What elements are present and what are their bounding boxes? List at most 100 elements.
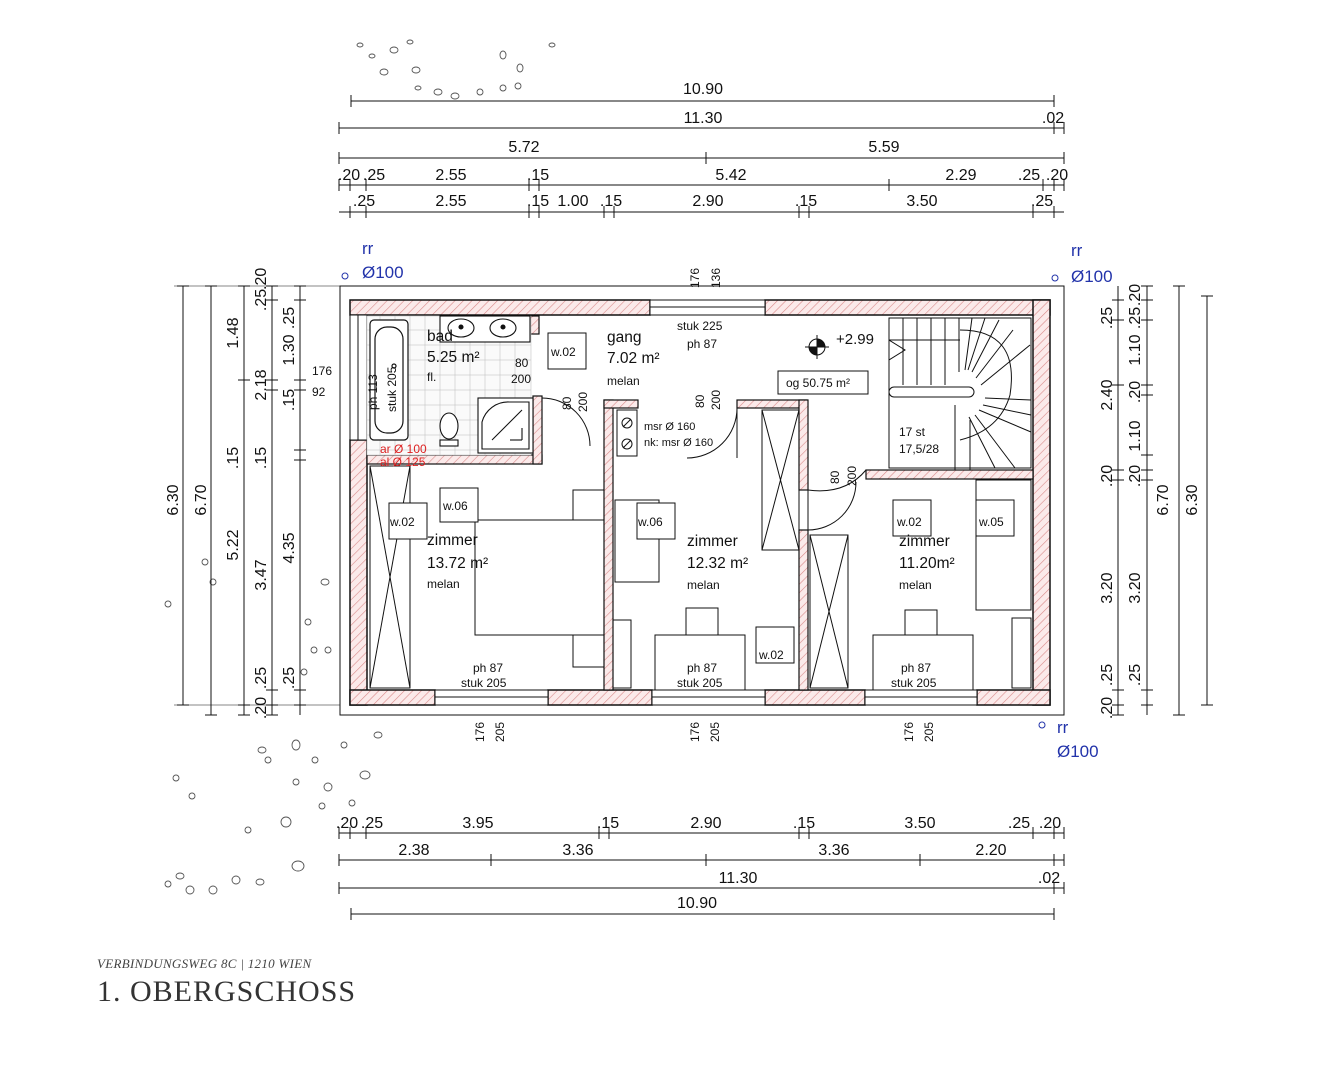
dim-right: .25 [1099, 307, 1116, 329]
dim-right: 3.20 [1127, 572, 1144, 603]
level-label: +2.99 [836, 331, 874, 348]
downpipe-label: rr [1071, 241, 1083, 260]
bottom-dimensions [338, 827, 1065, 920]
window-height: 92 [312, 385, 326, 399]
og-area-label: og 50.75 m² [786, 376, 850, 390]
dim-right: 6.70 [1155, 484, 1172, 515]
dim-left: .25 [253, 289, 270, 311]
dim-bottom-1: 2.90 [690, 815, 721, 832]
callout-w02: w.02 [550, 345, 576, 359]
level-marker [805, 335, 829, 359]
staircase [888, 317, 1032, 470]
door-width: 80 [560, 396, 574, 410]
dim-bottom-1: .25 [1008, 815, 1030, 832]
vent-nk: nk: msr Ø 160 [644, 437, 713, 449]
dim-top-5: .15 [795, 193, 817, 210]
washbasins [439, 315, 531, 343]
room-name-gang: gang [607, 329, 641, 346]
dim-right: 1.10 [1127, 334, 1144, 365]
door-width: 80 [828, 470, 842, 484]
room-area-zimmer-2: 12.32 m² [687, 555, 748, 572]
dim-left: .15 [281, 389, 298, 411]
bath-window-ph: ph 113 [366, 374, 380, 410]
dim-bottom-1: .20 [336, 815, 358, 832]
dim-bottom-4: 10.90 [677, 895, 717, 912]
dim-left: 6.30 [165, 484, 182, 515]
dim-top-2b: .02 [1042, 110, 1064, 127]
vent-al: al Ø 125 [380, 455, 426, 469]
downpipe-label: rr [362, 239, 374, 258]
dim-top-4: .25 [1018, 167, 1040, 184]
room-name-zimmer-2: zimmer [687, 533, 738, 550]
toilet [439, 412, 459, 447]
dim-right: .20 [1127, 465, 1144, 487]
vent-ar: ar Ø 100 [380, 442, 427, 456]
dim-top-5: 1.00 [557, 193, 588, 210]
dim-right: 6.30 [1184, 484, 1201, 515]
walls [339, 285, 1065, 716]
stairs-count: 17 st [899, 425, 926, 439]
dim-right: .25 [1099, 664, 1116, 686]
door-width: 80 [693, 394, 707, 408]
floor-title: 1. OBERGSCHOSS [97, 975, 357, 1008]
dim-top-5: 3.50 [906, 193, 937, 210]
dim-top-5: .15 [600, 193, 622, 210]
door-height: 200 [845, 466, 859, 486]
dim-top-4: 2.29 [945, 167, 976, 184]
dim-top-1: 10.90 [683, 81, 723, 98]
dim-bottom-2: 2.20 [975, 842, 1006, 859]
room-area-bad: 5.25 m² [427, 349, 480, 366]
dim-right: .20 [1099, 697, 1116, 719]
room-name-zimmer-1: zimmer [427, 532, 478, 549]
dim-right: 1.10 [1127, 420, 1144, 451]
plan-labels: rr Ø100 rr Ø100 rr Ø100 bad 5.25 m² fl. … [312, 239, 1113, 761]
dim-right: .25 [1127, 307, 1144, 329]
window-width: 176 [312, 364, 332, 378]
dim-left: 1.30 [281, 334, 298, 365]
utility-boxes [616, 409, 638, 457]
room-floor-zimmer-1: melan [427, 577, 460, 591]
callout-w06: w.06 [637, 515, 663, 529]
dim-top-5: .25 [353, 193, 375, 210]
window-width: 176 [902, 722, 916, 742]
dim-top-4: .25 [363, 167, 385, 184]
right-dimensions [1112, 285, 1213, 716]
window-width: 176 [688, 268, 702, 288]
bottom-dimension-labels: .20 .25 3.95 .15 2.90 .15 3.50 .25 .20 2… [336, 815, 1061, 912]
dim-right: 2.40 [1099, 379, 1116, 410]
dim-right: .20 [1099, 465, 1116, 487]
dim-bottom-1: .15 [597, 815, 619, 832]
window-width: 176 [688, 722, 702, 742]
dim-bottom-1: .25 [361, 815, 383, 832]
callout-w02: w.02 [896, 515, 922, 529]
window-ph: ph 87 [901, 661, 931, 675]
dim-left: .15 [253, 447, 270, 469]
dim-top-4: .20 [338, 167, 360, 184]
furniture [369, 409, 1032, 691]
stairs-ratio: 17,5/28 [899, 442, 939, 456]
dim-left: .15 [225, 447, 242, 469]
dim-top-4: .20 [1046, 167, 1068, 184]
top-dimensions [338, 95, 1065, 218]
window-stuk: stuk 205 [891, 676, 937, 690]
dim-bottom-1: 3.95 [462, 815, 493, 832]
room-name-zimmer-3: zimmer [899, 533, 950, 550]
address-subtitle: VERBINDUNGSWEG 8C | 1210 WIEN [97, 956, 312, 971]
room-area-gang: 7.02 m² [607, 350, 660, 367]
door-height: 200 [709, 390, 723, 410]
callout-w06: w.06 [442, 499, 468, 513]
callout-w02: w.02 [758, 648, 784, 662]
room-floor-bad: fl. [427, 370, 436, 384]
window-width: 176 [473, 722, 487, 742]
bath-window-stuk: stuk 205 [385, 366, 399, 412]
door-height: 200 [511, 372, 531, 386]
dim-bottom-1: .20 [1039, 815, 1061, 832]
room-floor-gang: melan [607, 374, 640, 388]
window-stuk: stuk 205 [461, 676, 507, 690]
window-height: 205 [922, 722, 936, 742]
dim-top-5: 2.55 [435, 193, 466, 210]
callout-w05: w.05 [978, 515, 1004, 529]
shower [477, 397, 534, 454]
dim-bottom-2: 3.36 [818, 842, 849, 859]
